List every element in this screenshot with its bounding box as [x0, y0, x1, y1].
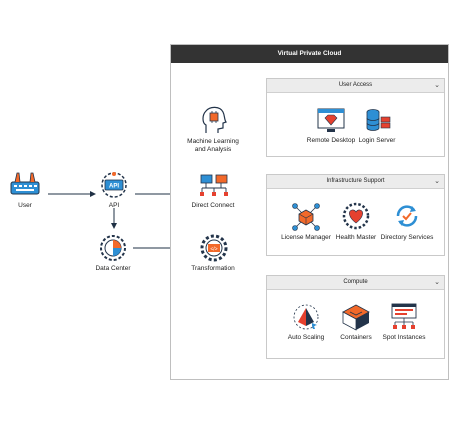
- auto-scaling-label: Auto Scaling: [287, 334, 325, 341]
- code-gear-icon: </>: [200, 234, 228, 262]
- chevron-down-icon[interactable]: ⌄: [434, 178, 440, 185]
- spot-instances-label: Spot Instances: [382, 334, 426, 341]
- api-label: API: [108, 202, 120, 209]
- containers-label: Containers: [340, 334, 372, 341]
- chevron-down-icon[interactable]: ⌄: [434, 279, 440, 286]
- ml-label: Machine Learning and Analysis: [187, 138, 239, 153]
- directory-services-label: Directory Services: [380, 234, 434, 241]
- keyboard-hands-icon: [10, 172, 40, 195]
- browser-network-icon: [391, 303, 417, 329]
- refresh-check-icon: [396, 205, 418, 227]
- api-gear-icon: API: [101, 172, 127, 198]
- api-badge-text: API: [109, 184, 119, 190]
- panel-infrastructure-header[interactable]: Infrastructure Support ⌄: [267, 175, 444, 189]
- database-server-icon: [366, 109, 391, 131]
- chevron-down-icon[interactable]: ⌄: [434, 82, 440, 89]
- svg-text:</>: </>: [210, 247, 217, 253]
- box-stack-icon: [342, 304, 370, 331]
- user-label: User: [18, 202, 32, 209]
- direct-connect-label: Direct Connect: [191, 202, 235, 209]
- network-monitors-icon: [200, 174, 228, 196]
- panel-infrastructure-title: Infrastructure Support: [326, 178, 385, 184]
- pyramid-cursor-icon: [293, 304, 319, 330]
- data-center-label: Data Center: [95, 265, 131, 272]
- panel-compute-header[interactable]: Compute ⌄: [267, 276, 444, 290]
- license-manager-label: License Manager: [281, 234, 331, 241]
- panel-user-access: User Access ⌄: [266, 78, 445, 157]
- brain-chip-head-icon: [202, 106, 227, 133]
- remote-desktop-label: Remote Desktop: [306, 137, 356, 144]
- transformation-label: Transformation: [191, 265, 235, 272]
- login-server-label: Login Server: [358, 137, 396, 144]
- panel-user-access-title: User Access: [338, 82, 373, 88]
- panel-compute-title: Compute: [343, 279, 368, 285]
- heart-cog-icon: [342, 202, 370, 230]
- panel-user-access-header[interactable]: User Access ⌄: [267, 79, 444, 93]
- health-master-label: Health Master: [335, 234, 377, 241]
- vpc-title: Virtual Private Cloud: [171, 45, 448, 63]
- pie-chart-gear-icon: [100, 235, 126, 261]
- cube-network-icon: [292, 203, 320, 231]
- monitor-diamond-icon: [317, 108, 345, 132]
